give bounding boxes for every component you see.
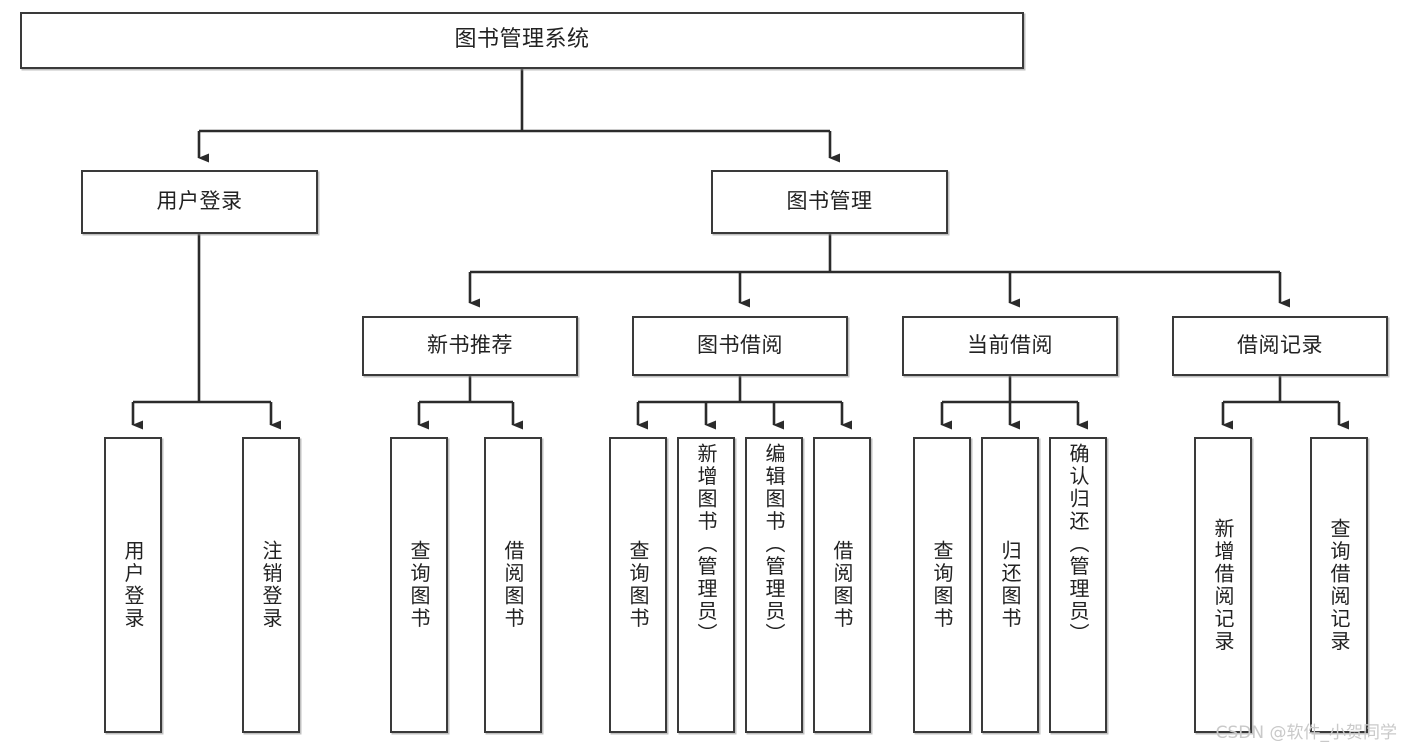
node-root-system[interactable]: 图书管理系统 (20, 12, 1024, 69)
node-user-login[interactable]: 用户登录 (81, 170, 318, 234)
leaf-current-confirm-return[interactable]: 确认归还（管理员） (1049, 437, 1107, 733)
node-label: 确认归还（管理员） (1066, 443, 1090, 646)
node-label: 借阅图书 (830, 540, 854, 630)
leaf-new-book-borrow[interactable]: 借阅图书 (484, 437, 542, 733)
node-label: 用户登录 (156, 189, 243, 214)
node-label: 查询图书 (930, 540, 954, 630)
leaf-new-book-query[interactable]: 查询图书 (390, 437, 448, 733)
node-label: 图书借阅 (697, 333, 783, 358)
leaf-current-return-book[interactable]: 归还图书 (981, 437, 1039, 733)
node-label: 当前借阅 (967, 333, 1053, 358)
node-label: 借阅图书 (501, 540, 525, 630)
leaf-record-query[interactable]: 查询借阅记录 (1310, 437, 1368, 733)
leaf-user-login-logout[interactable]: 注销登录 (242, 437, 300, 733)
node-label: 编辑图书（管理员） (762, 443, 786, 646)
node-label: 注销登录 (259, 540, 283, 630)
node-label: 新增图书（管理员） (694, 443, 718, 646)
leaf-current-query-book[interactable]: 查询图书 (913, 437, 971, 733)
node-label: 查询借阅记录 (1327, 517, 1351, 653)
node-label: 图书管理系统 (454, 27, 590, 53)
leaf-borrow-borrow-book[interactable]: 借阅图书 (813, 437, 871, 733)
csdn-watermark: CSDN @软件_小贺同学 (1215, 723, 1397, 743)
node-label: 图书管理 (786, 189, 873, 214)
node-book-management[interactable]: 图书管理 (711, 170, 948, 234)
leaf-record-add[interactable]: 新增借阅记录 (1194, 437, 1252, 733)
node-label: 查询图书 (407, 540, 431, 630)
leaf-borrow-query-book[interactable]: 查询图书 (609, 437, 667, 733)
node-borrow-record[interactable]: 借阅记录 (1172, 316, 1388, 376)
node-current-borrow[interactable]: 当前借阅 (902, 316, 1118, 376)
node-label: 用户登录 (121, 540, 145, 630)
node-label: 查询图书 (626, 540, 650, 630)
node-label: 新书推荐 (427, 333, 513, 358)
leaf-borrow-edit-book[interactable]: 编辑图书（管理员） (745, 437, 803, 733)
node-book-borrow[interactable]: 图书借阅 (632, 316, 848, 376)
node-new-book-recommend[interactable]: 新书推荐 (362, 316, 578, 376)
leaf-borrow-add-book[interactable]: 新增图书（管理员） (677, 437, 735, 733)
leaf-user-login-login[interactable]: 用户登录 (104, 437, 162, 733)
node-label: 借阅记录 (1237, 333, 1323, 358)
node-label: 归还图书 (998, 540, 1022, 630)
node-label: 新增借阅记录 (1211, 517, 1235, 653)
